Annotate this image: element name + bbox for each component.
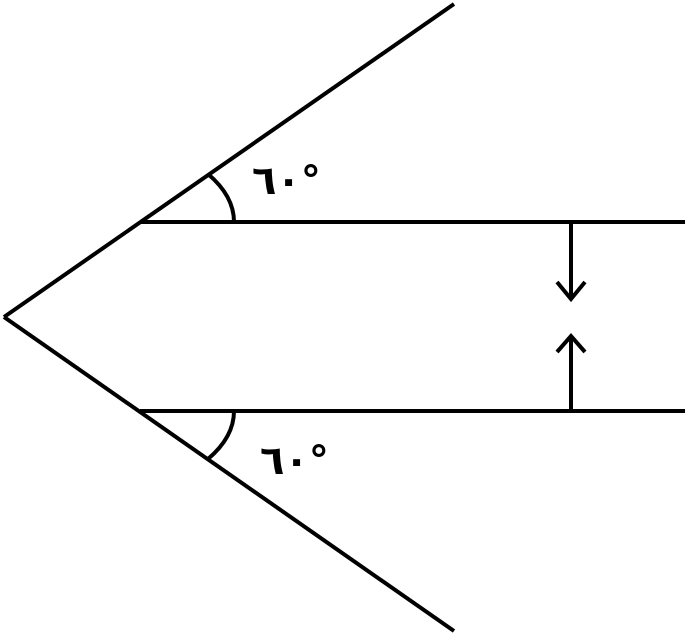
lower-angle-arc xyxy=(206,410,236,461)
lower-outer-line xyxy=(2,315,456,633)
upper-outer-line xyxy=(2,2,456,319)
lower-angle-label: ٦٠° xyxy=(260,438,329,484)
upper-angle-arc xyxy=(206,172,236,223)
upper-angle-label: ٦٠° xyxy=(252,158,321,204)
down-arrow-head xyxy=(555,280,587,303)
up-arrow-head xyxy=(555,332,587,354)
